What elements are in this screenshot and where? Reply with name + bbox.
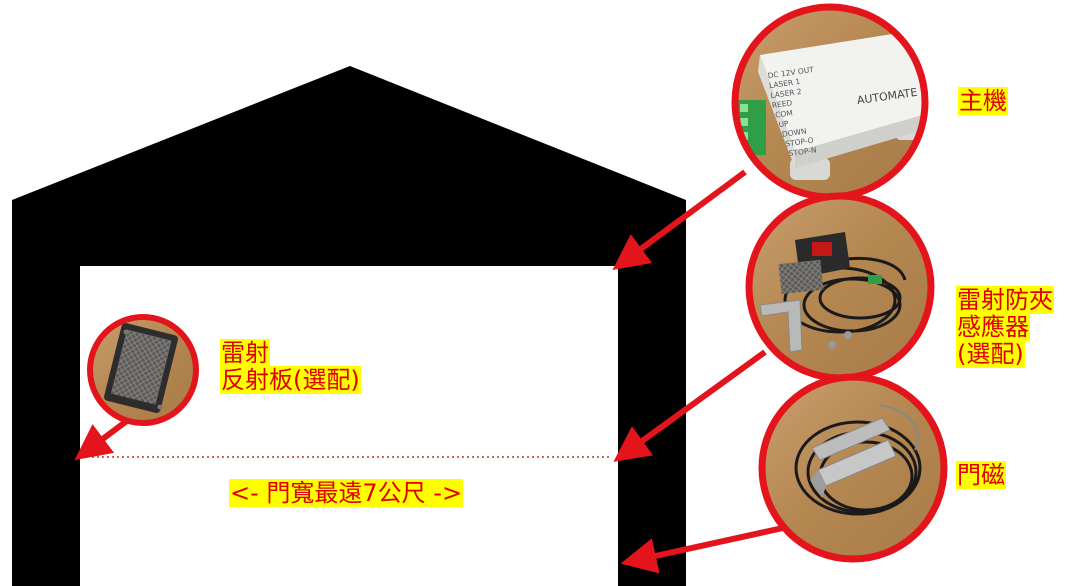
- terminal-label: UP: [778, 119, 790, 129]
- terminal-label: LASER 2: [770, 87, 803, 100]
- door-magnet-label: 門磁: [956, 461, 1006, 489]
- controller-label: 主機: [958, 87, 1008, 115]
- laser-sensor-icon: [745, 192, 935, 382]
- terminal-label: COM: [775, 108, 794, 119]
- controller-box-icon: DC 12V OUT LASER 1 LASER 2 REED COM UP D…: [731, 3, 929, 201]
- arrow-controller: [612, 169, 747, 270]
- laser-sensor-label: 雷射防夾 感應器 (選配): [956, 286, 1054, 368]
- door-width-label: <- 門寬最遠7公尺 ->: [229, 479, 464, 507]
- arrow-laser-sensor: [613, 349, 767, 462]
- arrow-reflector: [74, 417, 130, 461]
- arrow-door-magnet: [620, 525, 784, 574]
- terminal-label: REED: [771, 98, 793, 110]
- garage-door-opening: [80, 266, 618, 586]
- terminal-label: LASER 1: [768, 77, 801, 90]
- terminal-label: STOP-N: [788, 145, 817, 158]
- reflector-plate-icon: [87, 314, 199, 426]
- door-magnet-icon: [758, 373, 948, 563]
- terminal-label: STOP-O: [785, 136, 814, 149]
- reflector-label: 雷射 反射板(選配): [220, 339, 361, 394]
- terminal-label: DOWN: [781, 127, 807, 139]
